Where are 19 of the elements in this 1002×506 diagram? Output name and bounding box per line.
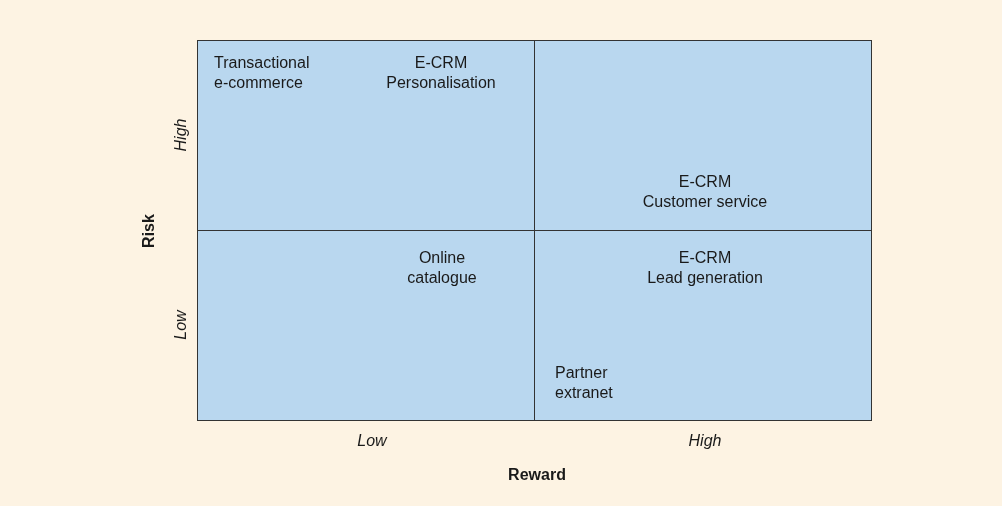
entry-subtitle: Customer service [642,192,768,212]
axis-tick-label: Low [357,432,387,450]
quadrant-panel [534,40,872,231]
matrix-entry: Partner extranet [555,363,627,403]
axis-tick-label: High [172,118,190,152]
quadrant-panel [197,230,535,421]
axis-title: Reward [508,466,566,484]
quadrant-panel [197,40,535,231]
matrix-entry: Transactional e-commerce [214,53,324,93]
entry-subtitle: Personalisation [386,73,496,93]
axis-tick-label: High [688,432,722,450]
entry-heading: E-CRM [677,172,733,192]
axis-title: Risk [140,214,158,248]
matrix-entry: Online catalogue [400,248,484,288]
axis-tick-label: Low [172,310,190,340]
quadrant-panel [534,230,872,421]
entry-subtitle: Lead generation [647,268,763,288]
entry-heading: E-CRM [677,248,733,268]
entry-heading: E-CRM [413,53,469,73]
